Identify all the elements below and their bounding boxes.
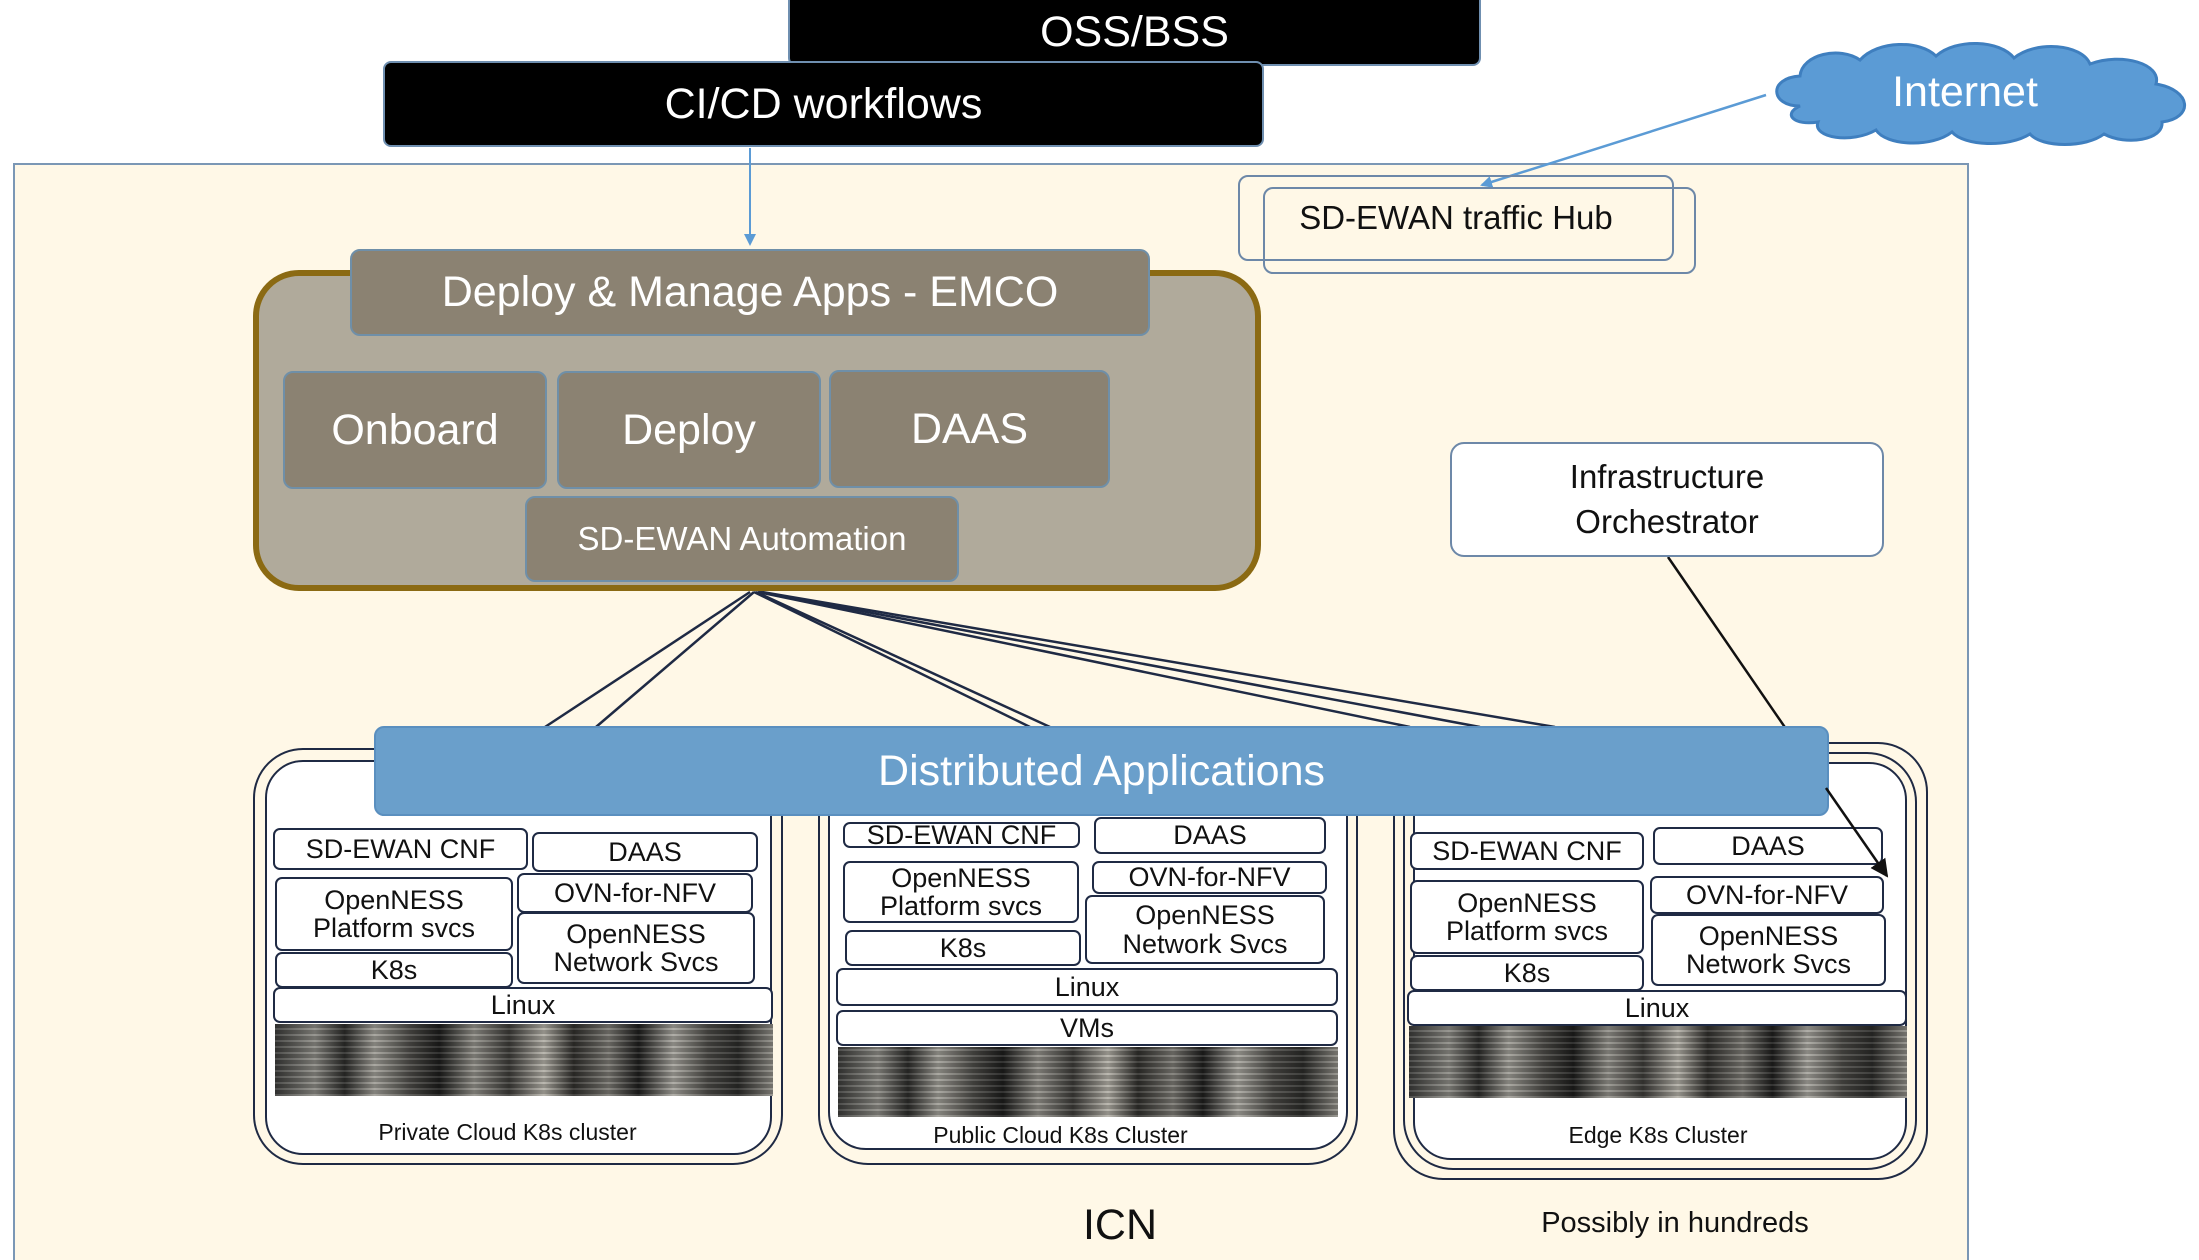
private-sdewan-cnf: SD-EWAN CNF	[273, 828, 528, 870]
emco-title: Deploy & Manage Apps - EMCO	[441, 268, 1059, 316]
daas-label: DAAS	[910, 404, 1029, 453]
edge-cluster-caption: Edge K8s Cluster	[1568, 1121, 1748, 1148]
private-ovn-for-nfv: OVN-for-NFV	[517, 873, 753, 913]
public-ovn-for-nfv: OVN-for-NFV	[1092, 861, 1327, 894]
cicd-workflows-label: CI/CD workflows	[664, 79, 983, 128]
private-linux: Linux	[273, 987, 773, 1023]
public-vms: VMs	[836, 1010, 1338, 1046]
daas-box: DAAS	[829, 370, 1110, 488]
edge-sdewan-cnf: SD-EWAN CNF	[1410, 832, 1644, 870]
sdewan-automation-box: SD-EWAN Automation	[525, 496, 959, 582]
orchestrator-line2: Orchestrator	[1575, 502, 1759, 540]
possibly-in-hundreds-label: Possibly in hundreds	[1541, 1206, 1809, 1239]
public-k8s: K8s	[845, 930, 1081, 966]
oss-bss-box: OSS/BSS	[788, 0, 1481, 66]
emco-to-clusters-lines	[544, 590, 1556, 729]
internet-label: Internet	[1892, 67, 2038, 116]
oss-bss-label: OSS/BSS	[1040, 7, 1229, 56]
private-daas: DAAS	[532, 832, 758, 872]
sdewan-automation-label: SD-EWAN Automation	[577, 520, 907, 557]
traffic-hub-back-frame	[1263, 187, 1696, 274]
private-server-rack-image	[275, 1024, 773, 1096]
deploy-box: Deploy	[557, 371, 821, 489]
onboard-box: Onboard	[283, 371, 547, 489]
traffic-hub-label: SD-EWAN traffic Hub	[1299, 199, 1613, 236]
cicd-workflows-box: CI/CD workflows	[383, 61, 1264, 147]
edge-ovn-for-nfv: OVN-for-NFV	[1650, 876, 1884, 914]
distributed-applications-label: Distributed Applications	[878, 746, 1325, 795]
icn-label: ICN	[1082, 1200, 1158, 1249]
private-cluster-caption: Private Cloud K8s cluster	[378, 1118, 637, 1145]
public-server-rack-image	[838, 1047, 1338, 1117]
traffic-hub-box: SD-EWAN traffic Hub	[1238, 175, 1674, 261]
deploy-label: Deploy	[622, 405, 756, 454]
public-daas: DAAS	[1094, 817, 1326, 854]
public-sdewan-cnf: SD-EWAN CNF	[843, 820, 1080, 849]
onboard-label: Onboard	[331, 405, 499, 454]
public-linux: Linux	[836, 968, 1338, 1006]
public-cluster-caption: Public Cloud K8s Cluster	[933, 1121, 1188, 1148]
edge-linux: Linux	[1407, 990, 1907, 1026]
emco-title-box: Deploy & Manage Apps - EMCO	[350, 249, 1150, 336]
infrastructure-orchestrator-box: Infrastructure Orchestrator	[1450, 442, 1884, 557]
edge-server-rack-image	[1409, 1026, 1907, 1098]
internet-cloud-icon	[1775, 42, 2186, 146]
internet-to-hub-arrow	[1480, 93, 1767, 188]
edge-daas: DAAS	[1653, 827, 1883, 865]
orchestrator-line1: Infrastructure	[1569, 457, 1765, 495]
distributed-applications-bar: Distributed Applications	[374, 726, 1829, 816]
